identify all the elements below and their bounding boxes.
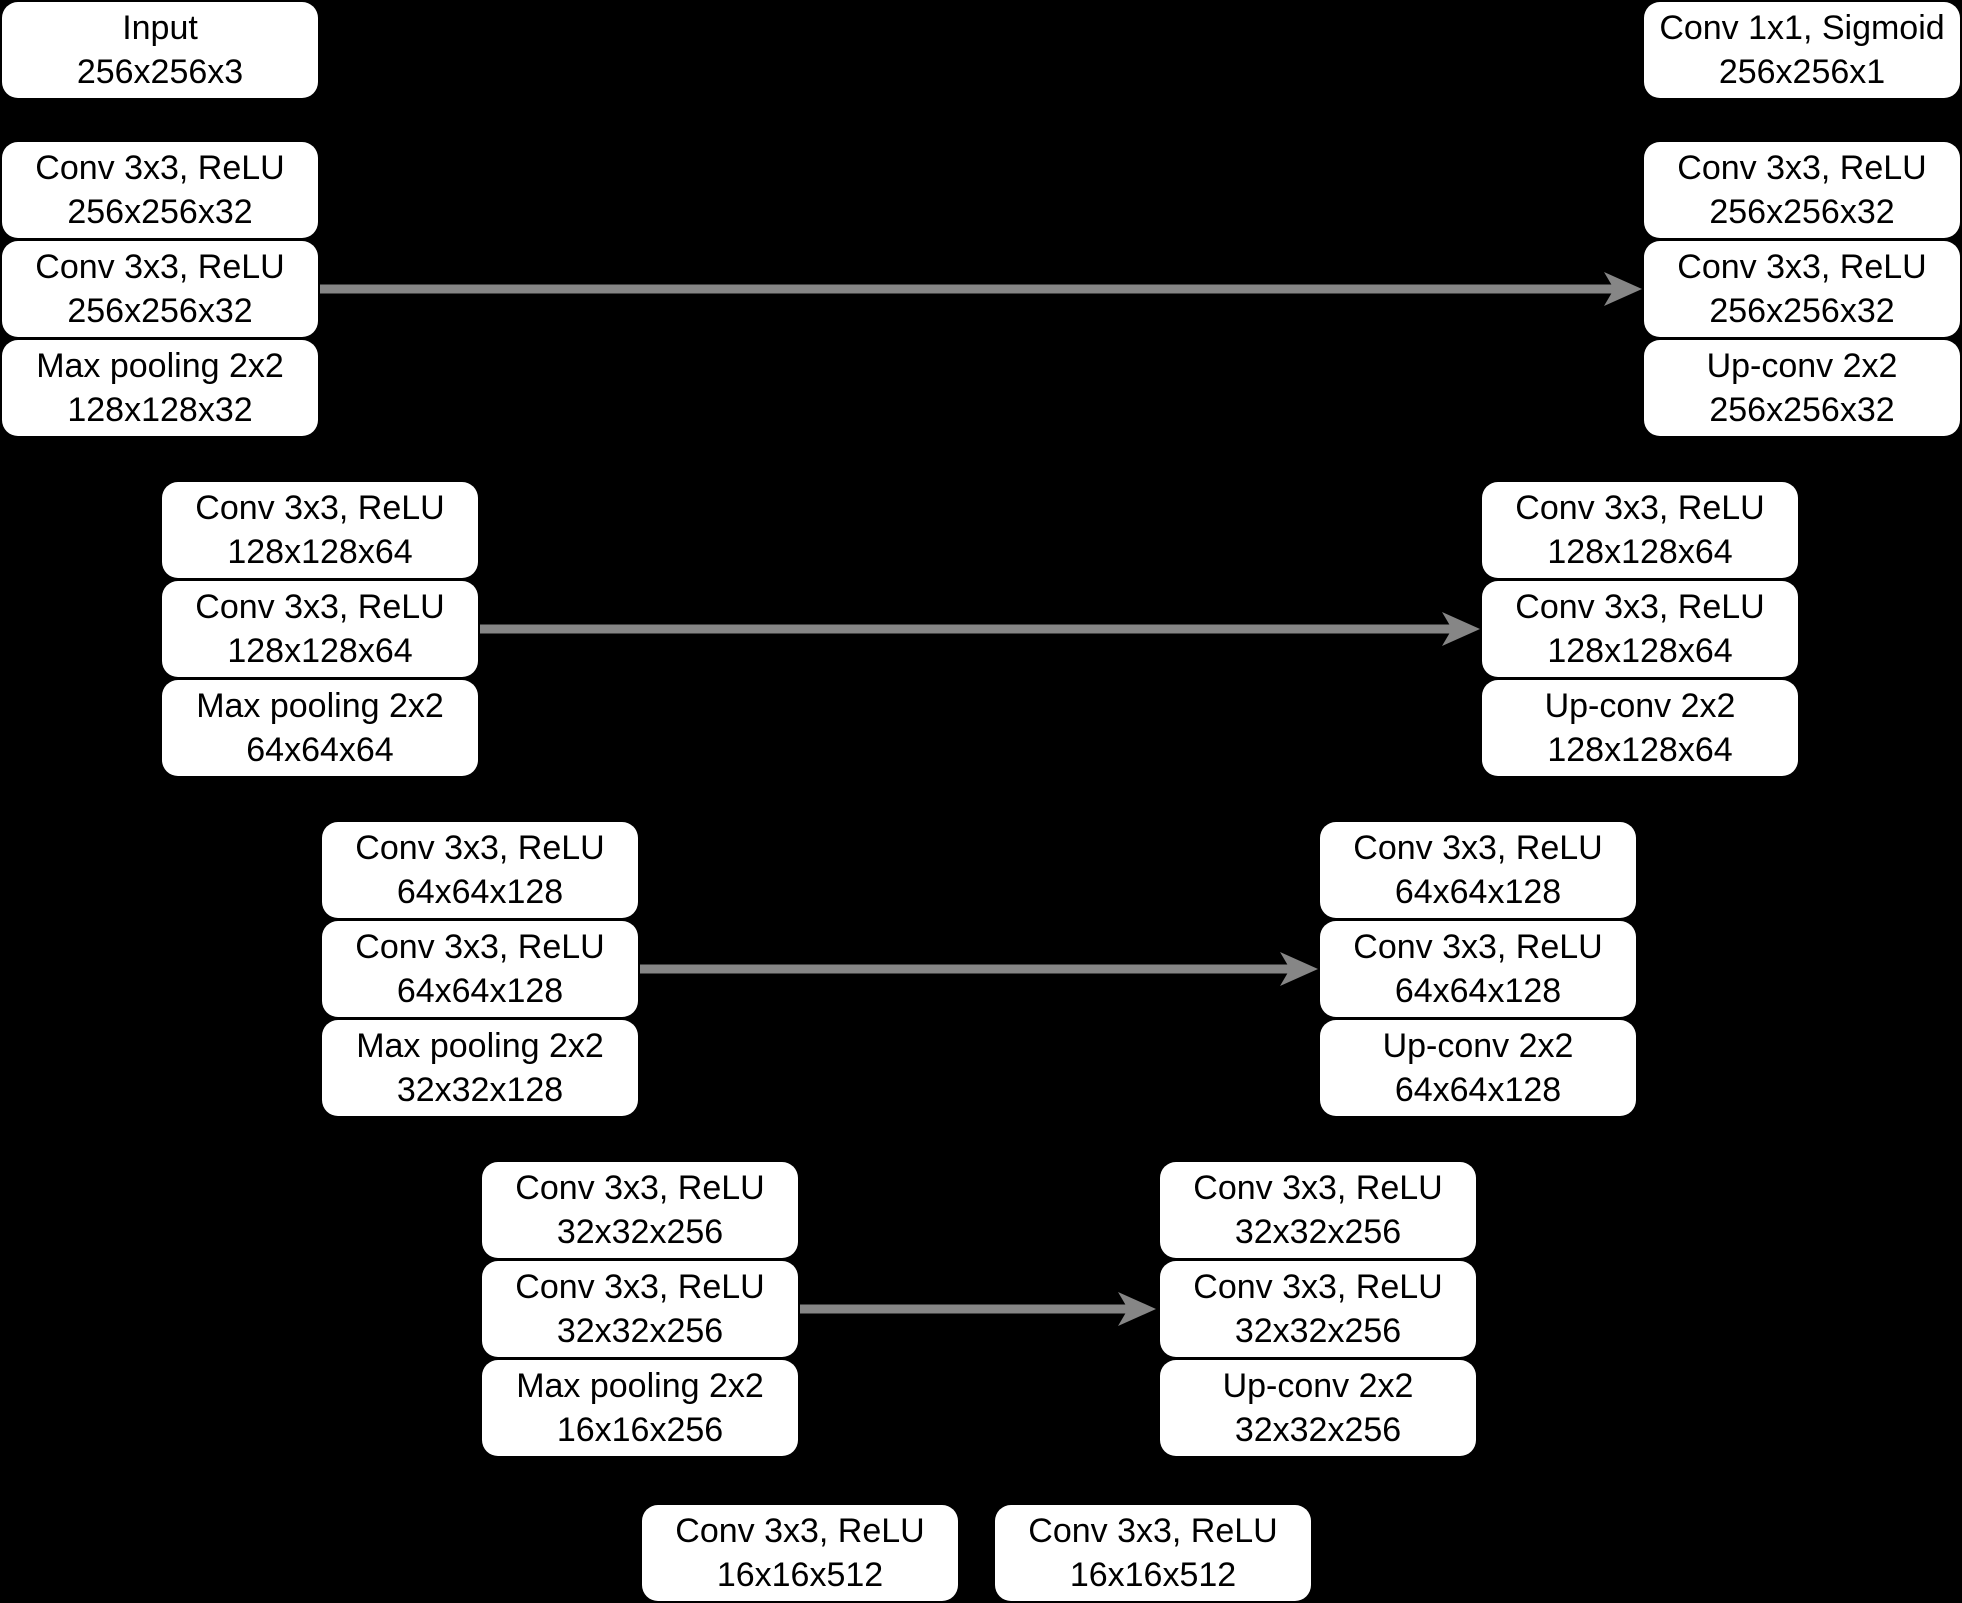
input-box: Input 256x256x3 [2, 2, 318, 98]
encoder-l1-conv2-box: Conv 3x3, ReLU 256x256x32 [2, 241, 318, 337]
decoder-l4-upconv-box: Up-conv 2x2 32x32x256 [1160, 1360, 1476, 1456]
encoder-l3-maxpool-box: Max pooling 2x2 32x32x128 [322, 1020, 638, 1116]
layer-title: Up-conv 2x2 [1382, 1027, 1574, 1065]
layer-dims: 16x16x256 [556, 1411, 724, 1449]
layer-dims: 256x256x32 [67, 292, 253, 330]
layer-title: Conv 3x3, ReLU [1028, 1512, 1278, 1550]
layer-title: Conv 3x3, ReLU [1515, 588, 1765, 626]
bottleneck-conv2-box: Conv 3x3, ReLU 16x16x512 [995, 1505, 1311, 1601]
layer-dims: 256x256x32 [1709, 292, 1895, 330]
decoder-l4-conv2-box: Conv 3x3, ReLU 32x32x256 [1160, 1261, 1476, 1357]
layer-dims: 32x32x256 [1234, 1213, 1402, 1251]
layer-title: Conv 3x3, ReLU [355, 829, 605, 867]
decoder-l1-conv1-box: Conv 3x3, ReLU 256x256x32 [1644, 142, 1960, 238]
layer-title: Conv 3x3, ReLU [35, 149, 285, 187]
layer-title: Conv 3x3, ReLU [515, 1169, 765, 1207]
layer-dims: 64x64x128 [1394, 1071, 1562, 1109]
layer-dims: 64x64x128 [396, 873, 564, 911]
layer-title: Conv 3x3, ReLU [195, 588, 445, 626]
encoder-l3-conv1-box: Conv 3x3, ReLU 64x64x128 [322, 822, 638, 918]
encoder-l1-conv1-box: Conv 3x3, ReLU 256x256x32 [2, 142, 318, 238]
layer-title: Max pooling 2x2 [196, 687, 444, 725]
decoder-l3-conv2-box: Conv 3x3, ReLU 64x64x128 [1320, 921, 1636, 1017]
layer-title: Conv 3x3, ReLU [195, 489, 445, 527]
layer-dims: 16x16x512 [1069, 1556, 1237, 1594]
decoder-l2-conv1-box: Conv 3x3, ReLU 128x128x64 [1482, 482, 1798, 578]
encoder-l4-conv2-box: Conv 3x3, ReLU 32x32x256 [482, 1261, 798, 1357]
layer-title: Conv 3x3, ReLU [1677, 248, 1927, 286]
layer-title: Up-conv 2x2 [1706, 347, 1898, 385]
decoder-l1-conv2-box: Conv 3x3, ReLU 256x256x32 [1644, 241, 1960, 337]
encoder-l4-maxpool-box: Max pooling 2x2 16x16x256 [482, 1360, 798, 1456]
layer-dims: 32x32x128 [396, 1071, 564, 1109]
layer-dims: 32x32x256 [556, 1312, 724, 1350]
layer-dims: 256x256x32 [1709, 391, 1895, 429]
layer-dims: 32x32x256 [1234, 1411, 1402, 1449]
layer-dims: 32x32x256 [556, 1213, 724, 1251]
layer-dims: 64x64x64 [246, 731, 394, 769]
layer-dims: 64x64x128 [1394, 873, 1562, 911]
layer-dims: 128x128x64 [1547, 731, 1733, 769]
layer-title: Max pooling 2x2 [36, 347, 284, 385]
layer-dims: 128x128x64 [1547, 533, 1733, 571]
layer-dims: 128x128x64 [1547, 632, 1733, 670]
decoder-l3-conv1-box: Conv 3x3, ReLU 64x64x128 [1320, 822, 1636, 918]
layer-title: Up-conv 2x2 [1222, 1367, 1414, 1405]
layer-title: Conv 3x3, ReLU [1353, 928, 1603, 966]
encoder-l2-maxpool-box: Max pooling 2x2 64x64x64 [162, 680, 478, 776]
skip-arrow-level-3 [640, 952, 1318, 986]
decoder-l2-conv2-box: Conv 3x3, ReLU 128x128x64 [1482, 581, 1798, 677]
layer-title: Conv 3x3, ReLU [1193, 1268, 1443, 1306]
layer-title: Conv 3x3, ReLU [35, 248, 285, 286]
skip-arrow-level-2 [480, 612, 1480, 646]
bottleneck-conv1-box: Conv 3x3, ReLU 16x16x512 [642, 1505, 958, 1601]
encoder-l2-conv2-box: Conv 3x3, ReLU 128x128x64 [162, 581, 478, 677]
layer-dims: 256x256x1 [1718, 53, 1886, 91]
decoder-l3-upconv-box: Up-conv 2x2 64x64x128 [1320, 1020, 1636, 1116]
layer-title: Conv 3x3, ReLU [1353, 829, 1603, 867]
decoder-l1-upconv-box: Up-conv 2x2 256x256x32 [1644, 340, 1960, 436]
layer-dims: 128x128x64 [227, 533, 413, 571]
layer-dims: 64x64x128 [1394, 972, 1562, 1010]
layer-dims: 256x256x32 [1709, 193, 1895, 231]
layer-title: Up-conv 2x2 [1544, 687, 1736, 725]
layer-dims: 256x256x32 [67, 193, 253, 231]
decoder-l2-upconv-box: Up-conv 2x2 128x128x64 [1482, 680, 1798, 776]
layer-title: Conv 1x1, Sigmoid [1659, 9, 1945, 47]
layer-title: Conv 3x3, ReLU [1677, 149, 1927, 187]
skip-arrow-level-1 [320, 272, 1642, 306]
output-box: Conv 1x1, Sigmoid 256x256x1 [1644, 2, 1960, 98]
encoder-l3-conv2-box: Conv 3x3, ReLU 64x64x128 [322, 921, 638, 1017]
encoder-l2-conv1-box: Conv 3x3, ReLU 128x128x64 [162, 482, 478, 578]
encoder-l4-conv1-box: Conv 3x3, ReLU 32x32x256 [482, 1162, 798, 1258]
layer-dims: 32x32x256 [1234, 1312, 1402, 1350]
layer-dims: 256x256x3 [76, 53, 244, 91]
layer-title: Max pooling 2x2 [516, 1367, 764, 1405]
layer-dims: 128x128x32 [67, 391, 253, 429]
decoder-l4-conv1-box: Conv 3x3, ReLU 32x32x256 [1160, 1162, 1476, 1258]
layer-title: Input [122, 9, 198, 47]
layer-title: Conv 3x3, ReLU [675, 1512, 925, 1550]
layer-title: Conv 3x3, ReLU [355, 928, 605, 966]
layer-title: Max pooling 2x2 [356, 1027, 604, 1065]
skip-arrow-level-4 [800, 1292, 1156, 1326]
layer-title: Conv 3x3, ReLU [1515, 489, 1765, 527]
layer-dims: 128x128x64 [227, 632, 413, 670]
encoder-l1-maxpool-box: Max pooling 2x2 128x128x32 [2, 340, 318, 436]
layer-dims: 64x64x128 [396, 972, 564, 1010]
layer-title: Conv 3x3, ReLU [1193, 1169, 1443, 1207]
layer-title: Conv 3x3, ReLU [515, 1268, 765, 1306]
layer-dims: 16x16x512 [716, 1556, 884, 1594]
